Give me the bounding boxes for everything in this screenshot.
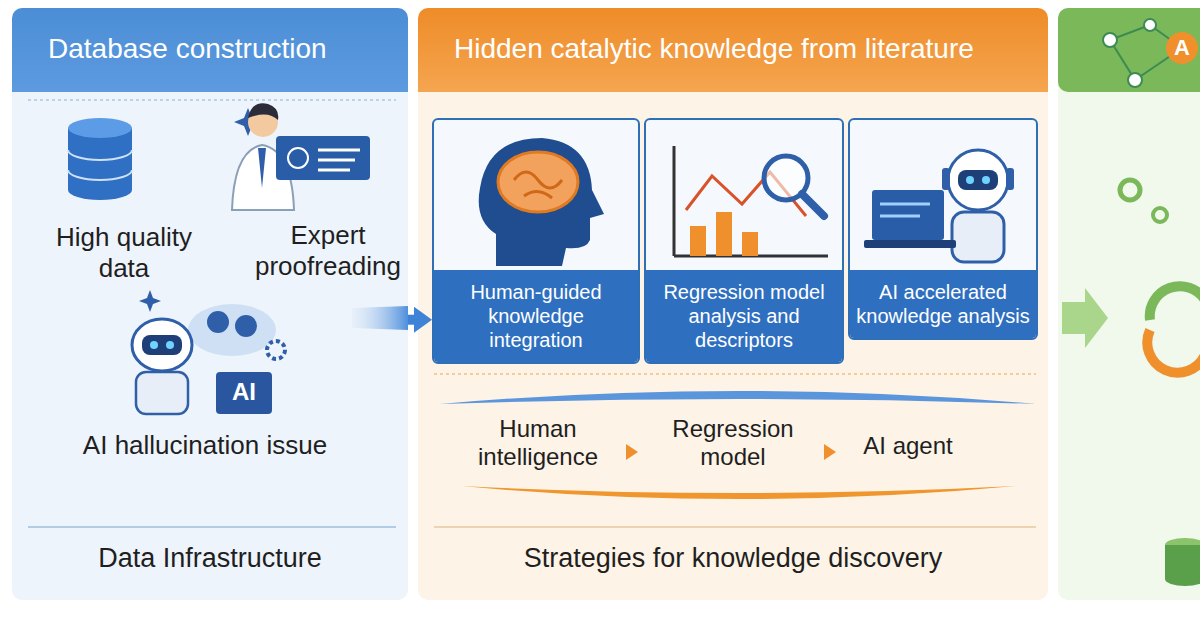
panel-title: Database construction bbox=[12, 8, 408, 66]
caption-text: AI hallucination issue bbox=[80, 430, 330, 461]
label-slot: A bbox=[1170, 35, 1194, 61]
brain-icon bbox=[434, 120, 638, 270]
caption-text: High quality data bbox=[34, 222, 214, 284]
panel-title: Hidden catalytic knowledge from literatu… bbox=[418, 8, 1048, 66]
label-slot: AI bbox=[216, 378, 272, 406]
label-slot: Regression model bbox=[648, 415, 818, 471]
icon-letter: A bbox=[1170, 35, 1194, 61]
caption-text: Expert proofreading bbox=[250, 220, 406, 282]
caption-text: AI agent bbox=[848, 432, 968, 460]
process-box: Human-guided knowledge integration bbox=[432, 118, 640, 364]
robot-laptop-icon bbox=[850, 120, 1036, 270]
label-slot: Human intelligence bbox=[456, 415, 620, 471]
section-panel: Hidden catalytic knowledge from literatu… bbox=[418, 8, 1048, 600]
label-slot: AI agent bbox=[848, 432, 968, 460]
icon-area bbox=[434, 120, 638, 270]
panel-footer: Strategies for knowledge discovery bbox=[418, 542, 1048, 574]
icon-area bbox=[850, 120, 1036, 270]
caption-text: Regression model bbox=[648, 415, 818, 471]
caption-text: Human intelligence bbox=[456, 415, 620, 471]
right-panel bbox=[1058, 8, 1200, 600]
flow-arrow bbox=[408, 315, 414, 325]
label-slot: Expert proofreading bbox=[250, 220, 406, 282]
left-illustration bbox=[28, 100, 408, 527]
panel-footer: Data Infrastructure bbox=[12, 542, 408, 574]
label-slot: High quality data bbox=[34, 222, 214, 284]
box-label: Human-guided knowledge integration bbox=[434, 270, 638, 362]
section-panel: Database constructionData Infrastructure bbox=[12, 8, 408, 600]
process-box: AI accelerated knowledge analysis bbox=[848, 118, 1038, 340]
icon-area bbox=[646, 120, 842, 270]
chart-icon bbox=[646, 120, 842, 270]
box-label: AI accelerated knowledge analysis bbox=[850, 270, 1036, 338]
icon-letter: AI bbox=[216, 378, 272, 406]
middle-band bbox=[434, 374, 1036, 527]
box-label: Regression model analysis and descriptor… bbox=[646, 270, 842, 362]
label-slot: AI hallucination issue bbox=[80, 430, 330, 461]
process-box: Regression model analysis and descriptor… bbox=[644, 118, 844, 364]
